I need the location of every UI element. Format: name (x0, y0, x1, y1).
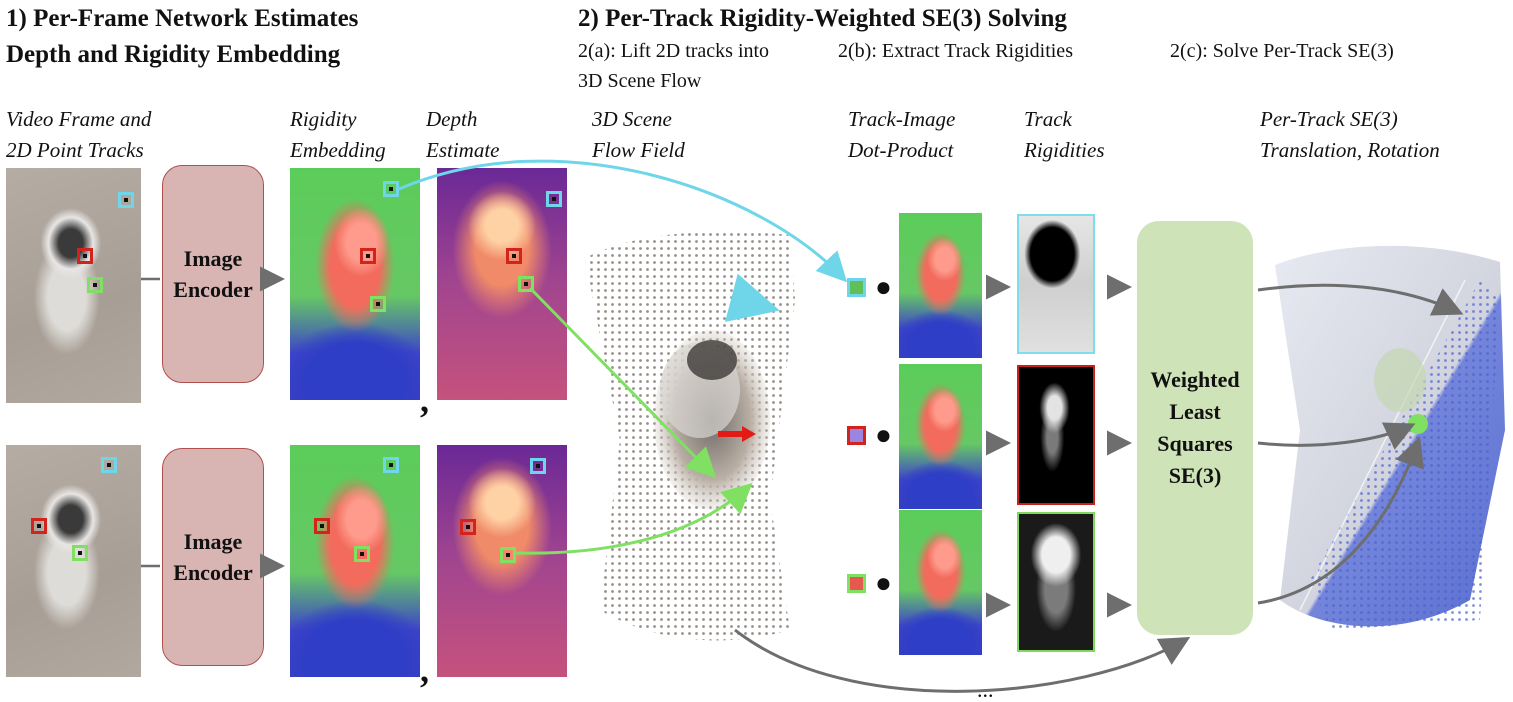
track-green-rigidity2 (354, 546, 370, 562)
dot-product-symbol-3: ● (875, 568, 892, 599)
caption-video-frame-1: Video Frame and (6, 107, 152, 131)
ellipsis: ... (977, 677, 994, 702)
caption-depth-1: Depth (426, 107, 478, 131)
track-rigidity-red (1017, 365, 1095, 505)
step-b: 2(b): Extract Track Rigidities (838, 40, 1073, 62)
section2-title: 2) Per-Track Rigidity-Weighted SE(3) Sol… (578, 5, 1067, 32)
solver-to-se3-arrow-3 (1257, 436, 1425, 605)
green-lift-arrow-2 (515, 482, 753, 555)
dot-product-image-1 (899, 213, 982, 358)
weighted-least-squares-block: Weighted Least Squares SE(3) (1137, 221, 1253, 635)
cyan-lift-arrow (398, 159, 848, 283)
dot-product-symbol-1: ● (875, 272, 892, 303)
track-rigidity-green (1017, 512, 1095, 652)
track-red-frame2 (31, 518, 47, 534)
caption-rigidity-2: Embedding (290, 138, 386, 162)
comma-1: , (420, 380, 429, 420)
comma-2: , (420, 650, 429, 690)
video-frame-2 (6, 445, 141, 677)
track-red-depth2 (460, 519, 476, 535)
track-cyan-rigidity1 (383, 181, 399, 197)
solver-to-se3-arrow-1 (1257, 283, 1464, 316)
section1-title-line2: Depth and Rigidity Embedding (6, 41, 341, 68)
legend-track-red (847, 426, 866, 445)
track-green-depth2 (500, 547, 516, 563)
track-red-rigidity2 (314, 518, 330, 534)
caption-scene-flow-1: 3D Scene (592, 107, 672, 131)
scene-flow-cloud (585, 231, 795, 641)
caption-per-track-se3-2: Translation, Rotation (1260, 138, 1440, 162)
encoder-1-label-line1: Image (183, 246, 243, 271)
green-lift-arrow-1 (528, 286, 717, 479)
dot-product-image-3 (899, 510, 982, 655)
dot-product-image-2 (899, 364, 982, 509)
section1-title-line1: 1) Per-Frame Network Estimates (6, 5, 359, 32)
track-cyan-frame1 (118, 192, 134, 208)
track-red-rigidity1 (360, 248, 376, 264)
caption-depth-2: Estimate (426, 138, 500, 162)
track-green-frame2 (72, 545, 88, 561)
track-green-rigidity1 (370, 296, 386, 312)
step-a-line1: 2(a): Lift 2D tracks into (578, 40, 770, 62)
track-cyan-depth1 (546, 191, 562, 207)
track-cyan-frame2 (101, 457, 117, 473)
caption-track-image-1: Track-Image (848, 107, 956, 131)
caption-track-image-2: Dot-Product (848, 138, 954, 162)
solver-line2: Least (1169, 399, 1221, 424)
solver-line4: SE(3) (1168, 463, 1222, 488)
solver-line1: Weighted (1150, 367, 1240, 392)
red-flow-vector-head (742, 426, 756, 442)
track-red-frame1 (77, 248, 93, 264)
track-red-depth1 (506, 248, 522, 264)
legend-track-cyan (847, 278, 866, 297)
caption-per-track-se3-1: Per-Track SE(3) (1260, 107, 1398, 131)
caption-scene-flow-2: Flow Field (592, 138, 685, 162)
legend-track-green (847, 574, 866, 593)
dot-product-symbol-2: ● (875, 420, 892, 451)
encoder-2-label-line2: Encoder (173, 560, 253, 585)
cyan-flow-vector (724, 273, 780, 322)
track-green-frame1 (87, 277, 103, 293)
track-cyan-rigidity2 (383, 457, 399, 473)
se3-cloud (1275, 245, 1505, 630)
scene-flow-to-solver-arrow (734, 628, 1191, 693)
rigidity-embedding-1 (290, 168, 420, 400)
track-green-depth1 (518, 276, 534, 292)
caption-rigidity-1: Rigidity (290, 107, 357, 131)
caption-track-rigidities-1: Track (1024, 107, 1072, 131)
encoder-2-label-line1: Image (183, 529, 243, 554)
step-a-line2: 3D Scene Flow (578, 70, 702, 92)
encoder-1-label-line2: Encoder (173, 277, 253, 302)
caption-track-rigidities-2: Rigidities (1024, 138, 1105, 162)
depth-estimate-1 (437, 168, 567, 400)
solver-line3: Squares (1157, 431, 1233, 456)
track-rigidity-cyan (1017, 214, 1095, 354)
track-cyan-depth2 (530, 458, 546, 474)
caption-video-frame-2: 2D Point Tracks (6, 138, 144, 162)
step-c: 2(c): Solve Per-Track SE(3) (1170, 40, 1394, 62)
solver-to-se3-arrow-2 (1257, 422, 1416, 450)
